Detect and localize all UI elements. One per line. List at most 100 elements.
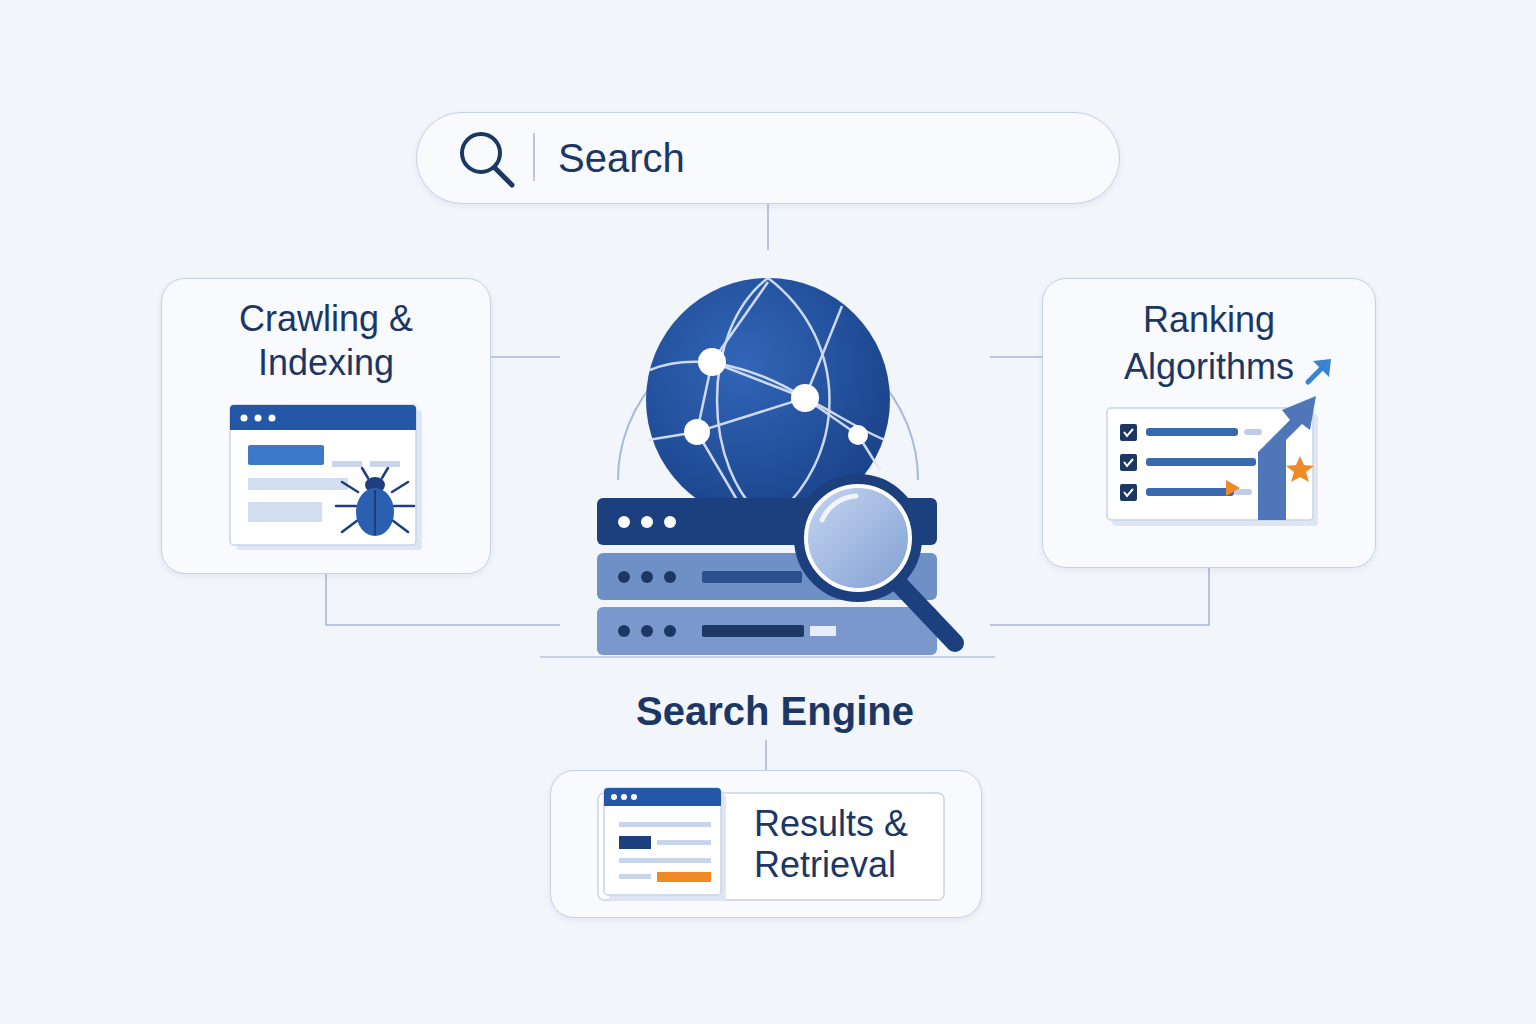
server-stack-part [664, 571, 676, 583]
globe-lines-part [717, 278, 768, 522]
crawler-illustration-part [230, 405, 416, 430]
process-box: Ranking Algorithms [1042, 278, 1376, 568]
node-label: Ranking Algorithms [1104, 297, 1314, 391]
search-engine-illustration-part [791, 384, 819, 412]
connector-line [491, 356, 560, 358]
checkbox-part [1120, 484, 1137, 501]
server-stack-part [702, 625, 804, 637]
magnifier-part [900, 585, 955, 643]
crawler-illustration-part [269, 415, 276, 422]
search-engine-illustration-part [684, 419, 710, 445]
search-engine-hub: Search Engine [560, 250, 990, 740]
node-label: Results & Retrieval [754, 803, 944, 886]
ranking-illustration-part [1146, 428, 1238, 436]
connector-line [990, 356, 1042, 358]
server-stack-part [597, 553, 937, 600]
bug-icon-part [336, 482, 414, 532]
search-icon [462, 133, 534, 185]
ranking-illustration-part [1234, 489, 1252, 495]
results-illustration-part [657, 872, 711, 882]
results-illustration-part [631, 794, 637, 800]
trend-arrow-part [1313, 359, 1331, 377]
results-illustration-part [619, 874, 651, 879]
search-icon-part [533, 133, 535, 181]
ranking-illustration [1107, 359, 1331, 526]
magnifier-part [806, 486, 910, 590]
crawler-illustration-part [241, 415, 248, 422]
search-icon-part [462, 134, 500, 172]
search-bar: Search [416, 112, 1120, 204]
crawler-illustration-part [370, 461, 400, 467]
results-illustration-part [619, 822, 711, 827]
server-stack-part [618, 625, 630, 637]
results-illustration-part [604, 788, 721, 895]
server-stack [597, 498, 937, 655]
crawler-illustration-part [374, 490, 376, 535]
connector-line [990, 568, 1209, 625]
ranking-illustration-part [1244, 429, 1262, 435]
connector-line [326, 574, 560, 625]
results-illustration-part [609, 794, 726, 901]
crawler-illustration-part [236, 410, 422, 550]
search-engine-illustration [540, 278, 995, 657]
crawler-illustration-part [255, 415, 262, 422]
crawler-illustration-part [230, 405, 416, 545]
ranking-illustration-part [1146, 488, 1234, 496]
connector-line [765, 740, 767, 770]
crawler-illustration-part [248, 445, 324, 465]
connector-line [767, 204, 769, 250]
crawler-illustration-part [365, 477, 385, 493]
search-engine-illustration-part [618, 330, 918, 480]
server-stack-part [641, 571, 653, 583]
search-engine-illustration-part [646, 278, 890, 522]
process-box: Crawling & Indexing [161, 278, 491, 574]
results-illustration-part [611, 794, 617, 800]
globe-lines-part [768, 278, 830, 522]
ranking-illustration-part [1107, 408, 1313, 520]
server-stack-part [618, 571, 630, 583]
checkbox-part [1120, 454, 1137, 471]
ranking-illustration-part [1226, 480, 1240, 496]
process-box: Results & Retrieval [550, 770, 982, 918]
globe-lines-part [697, 362, 805, 432]
crawler-illustration-part [248, 502, 322, 522]
globe-lines-part [650, 362, 885, 440]
results-illustration [598, 788, 944, 901]
bug-icon-part [362, 468, 388, 478]
server-stack-part [597, 607, 937, 655]
bug-icon [336, 468, 414, 532]
ranking-illustration-part [1112, 414, 1318, 526]
crawler-illustration [230, 405, 422, 550]
results-illustration-part [657, 840, 711, 845]
globe-lines-part [648, 282, 880, 505]
results-illustration-part [598, 793, 944, 900]
search-engine-illustration-part [540, 656, 995, 658]
node-label: Crawling & Indexing [201, 297, 451, 385]
results-illustration-part [621, 794, 627, 800]
server-stack-part [641, 516, 653, 528]
results-illustration-part [619, 858, 711, 863]
magnifier [800, 480, 955, 643]
server-stack-part [641, 625, 653, 637]
node-label: Search [558, 136, 685, 181]
server-stack-part [810, 626, 836, 636]
checkbox-part [1124, 429, 1133, 496]
trend-arrow-part [1308, 363, 1327, 382]
results-illustration-part [619, 836, 651, 849]
trend-arrow [1308, 359, 1331, 382]
engine-label: Search Engine [636, 689, 914, 734]
server-stack-part [664, 625, 676, 637]
search-engine-illustration-part [698, 348, 726, 376]
checkbox [1120, 424, 1137, 501]
server-stack-part [664, 516, 676, 528]
search-engine-illustration-part [848, 425, 868, 445]
ranking-illustration-part [1258, 396, 1316, 520]
crawler-illustration-part [332, 461, 362, 467]
crawler-illustration-part [356, 488, 394, 536]
ranking-illustration-part [1286, 456, 1314, 482]
results-illustration-part [604, 788, 721, 806]
server-stack-part [597, 498, 937, 545]
crawler-illustration-part [248, 478, 348, 490]
server-stack-part [618, 516, 630, 528]
